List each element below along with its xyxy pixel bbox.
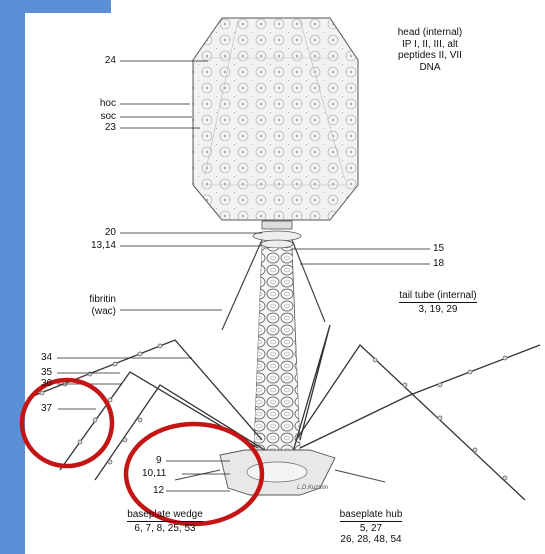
label-36: 36 <box>41 378 52 389</box>
label-23: 23 <box>80 122 116 133</box>
label-wac: (wac) <box>60 306 116 317</box>
label-35: 35 <box>41 367 52 378</box>
baseplate-hub-line-1: 5, 27 <box>360 523 382 534</box>
tail-sheath <box>254 248 300 450</box>
label-20: 20 <box>80 227 116 238</box>
label-24: 24 <box>80 55 116 66</box>
label-37: 37 <box>41 403 52 414</box>
label-34: 34 <box>41 352 52 363</box>
label-soc: soc <box>80 111 116 122</box>
label-12: 12 <box>153 485 164 496</box>
tail-tube-title: tail tube (internal) <box>399 290 476 303</box>
label-9: 9 <box>156 455 162 466</box>
baseplate-wedge-info: baseplate wedge 6, 7, 8, 25, 53 <box>105 509 225 534</box>
label-18: 18 <box>433 258 444 269</box>
head-internal-line-3: DNA <box>376 62 484 74</box>
label-10-11: 10,11 <box>142 468 166 479</box>
label-hoc: hoc <box>80 98 116 109</box>
tail-tube-info: tail tube (internal) 3, 19, 29 <box>378 290 498 315</box>
label-fibritin: fibritin <box>60 294 116 305</box>
head-internal-info: head (internal) IP I, II, III, alt pepti… <box>376 27 484 73</box>
highlight-circle-37 <box>22 380 112 466</box>
label-15: 15 <box>433 243 444 254</box>
baseplate-hub-title: baseplate hub <box>340 509 403 522</box>
baseplate-wedge-title: baseplate wedge <box>127 509 203 522</box>
head-internal-title: head (internal) <box>376 27 484 39</box>
baseplate-hub-info: baseplate hub 5, 27 26, 28, 48, 54 <box>316 509 426 545</box>
head-internal-line-2: peptides II, VII <box>376 50 484 62</box>
illustrator-credit: L.D.Kuzmin <box>297 485 328 491</box>
baseplate-wedge-proteins: 6, 7, 8, 25, 53 <box>134 523 195 534</box>
tail-tube-proteins: 3, 19, 29 <box>419 304 458 315</box>
baseplate-hub-line-2: 26, 28, 48, 54 <box>340 534 401 545</box>
label-13-14: 13,14 <box>70 240 116 251</box>
highlight-circles <box>22 380 262 524</box>
baseplate <box>175 450 385 495</box>
capsid-head <box>193 18 358 220</box>
head-internal-line-1: IP I, II, III, alt <box>376 39 484 51</box>
